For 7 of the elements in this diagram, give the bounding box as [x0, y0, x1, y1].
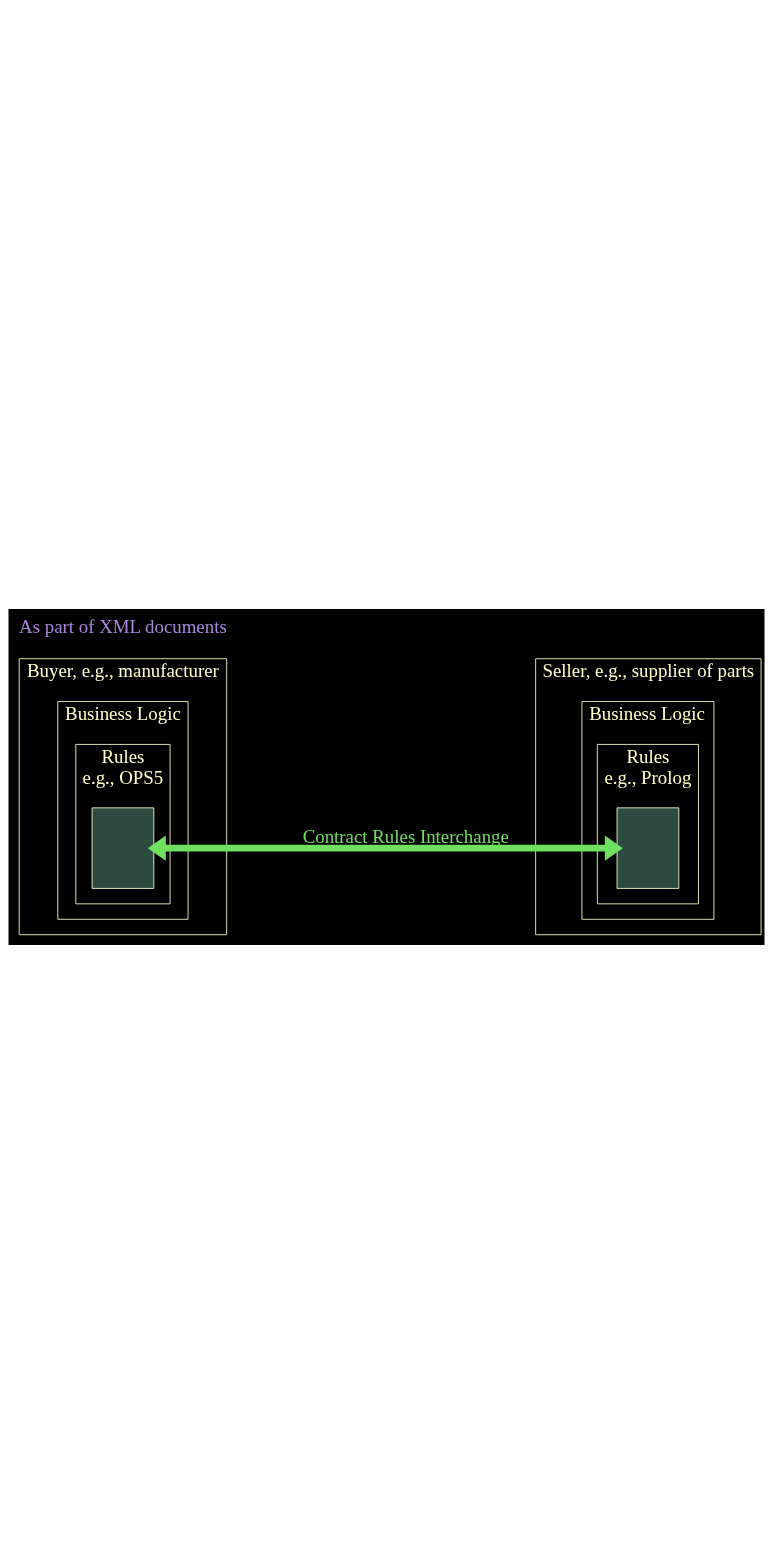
cluster: Rules e.g., Prolog — [596, 744, 699, 905]
node-box — [616, 807, 680, 889]
label: As part of XML documents — [19, 615, 227, 637]
cluster: Rules e.g., OPS5 — [75, 744, 171, 905]
node-box — [91, 807, 155, 889]
arrow — [147, 835, 623, 861]
edge-label: Contract Rules Interchange — [302, 825, 509, 847]
